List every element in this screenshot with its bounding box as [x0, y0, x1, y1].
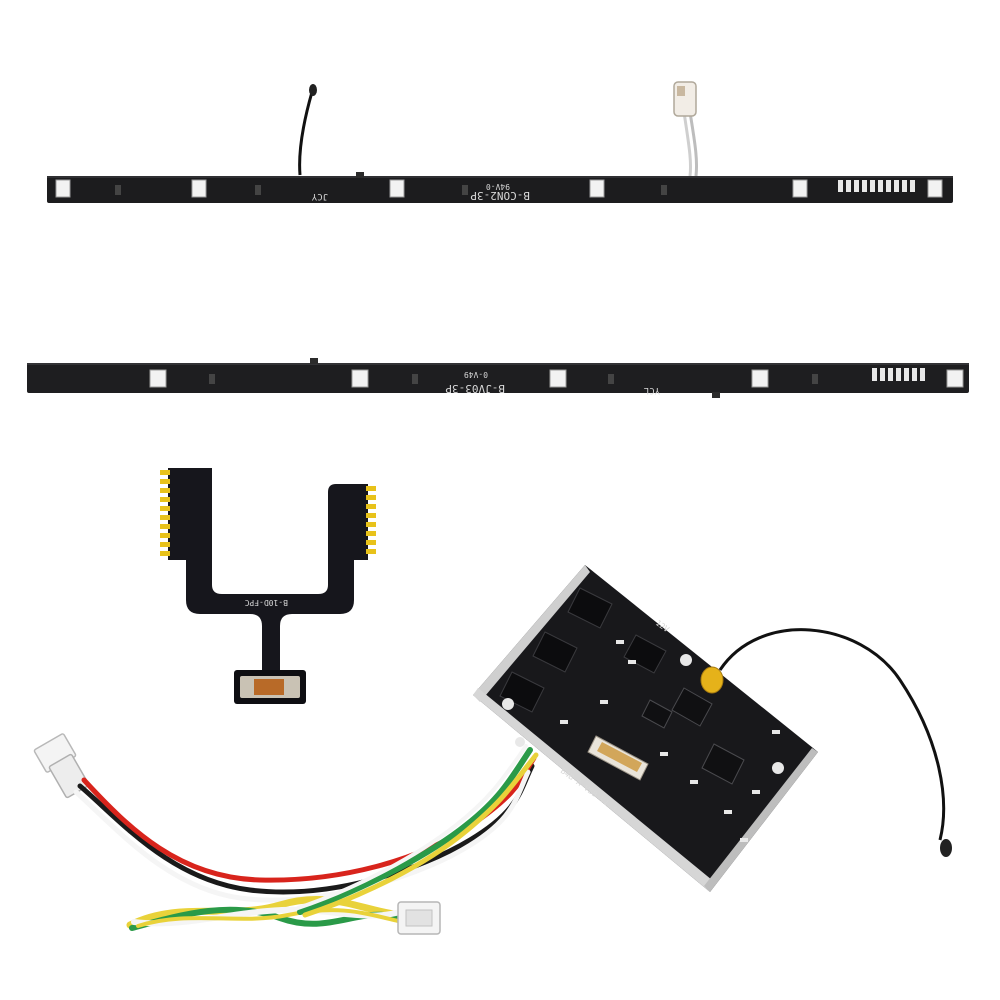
bottom-led-strip: B-JV03-3P 0-V49 YCL [27, 358, 969, 398]
bms-thermistor-wire [718, 628, 946, 841]
bms-yellow-capacitor [700, 666, 724, 694]
bottom-strip-board [27, 363, 969, 393]
bms-mosfets [499, 587, 667, 713]
top-strip-board [47, 176, 953, 203]
flex-left-gold-pads [160, 470, 170, 556]
harness-bottom-connector [397, 901, 441, 935]
led [792, 179, 808, 198]
bottom-strip-label-main: B-JV03-3P [445, 382, 505, 395]
led [589, 179, 605, 198]
bottom-strip-label-sub: 0-V49 [464, 370, 488, 379]
top-led-strip: B-CON2-3P 94V-0 JCY [47, 81, 953, 203]
top-strip-thermistor-wire [298, 91, 314, 176]
top-strip-pad-row [838, 180, 915, 192]
bottom-strip-pad-row [872, 368, 925, 381]
flex-cable-body [168, 468, 368, 676]
led [927, 179, 943, 198]
flex-right-gold-pads [366, 486, 376, 554]
bms-board: B4B-A-VBB V1.3 12V [473, 565, 952, 892]
bms-small-components [502, 640, 784, 842]
top-strip-label-sub: 94V-0 [486, 182, 510, 191]
led [946, 369, 964, 388]
top-strip-thermistor-bead [309, 84, 317, 96]
top-strip-label-main: B-CON2-3P [470, 189, 530, 202]
led [149, 369, 167, 388]
top-strip-connector [673, 81, 699, 177]
flex-cable-connector [234, 670, 306, 704]
top-strip-label-maker: JCY [311, 191, 328, 201]
wire-harness [33, 733, 539, 935]
bms-chips [641, 687, 745, 785]
bottom-strip-leds [149, 369, 964, 388]
led [549, 369, 567, 388]
bottom-strip-label-maker: YCL [644, 385, 660, 395]
top-strip-leds [55, 179, 943, 198]
flex-cable-label: B-10D-FPC [244, 598, 288, 607]
led [191, 179, 207, 198]
bms-board-connector [587, 735, 649, 781]
flex-cable: B-10D-FPC [160, 468, 376, 704]
led [389, 179, 405, 198]
bms-thermistor-bead [940, 839, 952, 857]
led [751, 369, 769, 388]
led [351, 369, 369, 388]
led [55, 179, 71, 198]
